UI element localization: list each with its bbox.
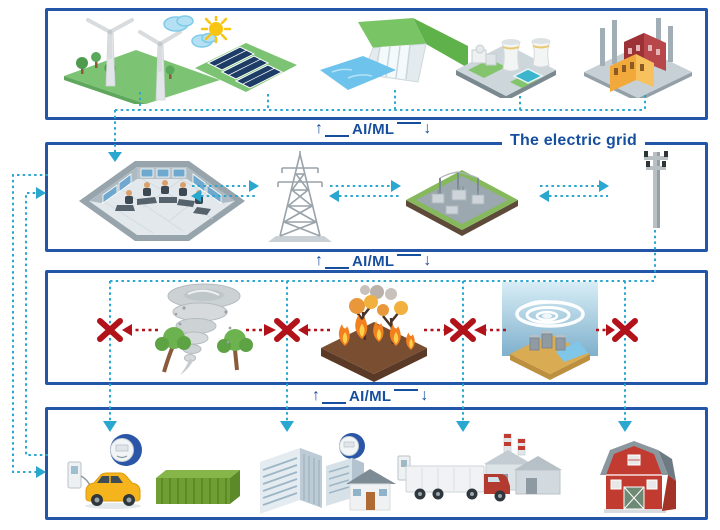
ai-ml-label-3: ↑ AI/ML ↓: [312, 386, 428, 406]
control-room-icon: [73, 147, 251, 247]
transmission-tower-icon: [252, 150, 348, 242]
ai-ml-text: AI/ML: [352, 252, 395, 270]
tornado-icon: [140, 280, 268, 382]
loop-up-arrow-icon: ↑: [312, 387, 320, 404]
loop-line-high: [394, 389, 419, 401]
ai-ml-text: AI/ML: [352, 120, 395, 138]
nuclear-plant-icon: [450, 24, 562, 98]
loop-up-arrow-icon: ↑: [315, 252, 323, 269]
electric-grid-title: The electric grid: [502, 132, 645, 150]
loop-up-arrow-icon: ↑: [315, 120, 323, 137]
wind-turbines-icon: [58, 12, 233, 104]
utility-pole-icon: [640, 146, 672, 230]
loop-line-high: [397, 254, 422, 266]
loop-down-arrow-icon: ↓: [423, 120, 432, 137]
loop-down-arrow-icon: ↓: [423, 252, 432, 269]
ev-charging-battery-icon: [60, 432, 240, 516]
wildfire-icon: [315, 282, 433, 382]
truck-warehouse-icon: [392, 432, 567, 516]
solar-panels-icon: [192, 16, 300, 94]
hurricane-flood-icon: [500, 282, 600, 382]
ai-ml-text: AI/ML: [349, 387, 392, 405]
loop-line-low: [325, 257, 349, 269]
ai-ml-label-2: ↑ AI/ML ↓: [315, 251, 431, 271]
loop-line-low: [322, 392, 346, 404]
loop-down-arrow-icon: ↓: [420, 387, 429, 404]
ai-ml-label-1: ↑ AI/ML ↓: [315, 119, 431, 139]
substation-icon: [402, 148, 522, 242]
loop-line-high: [397, 122, 422, 134]
office-buildings-home-icon: [248, 430, 398, 518]
left-feedback-loop: [12, 174, 48, 478]
loop-line-low: [325, 125, 349, 137]
fossil-fuel-plant-icon: [580, 14, 695, 98]
hydroelectric-dam-icon: [318, 12, 476, 96]
barn-icon: [592, 437, 677, 517]
